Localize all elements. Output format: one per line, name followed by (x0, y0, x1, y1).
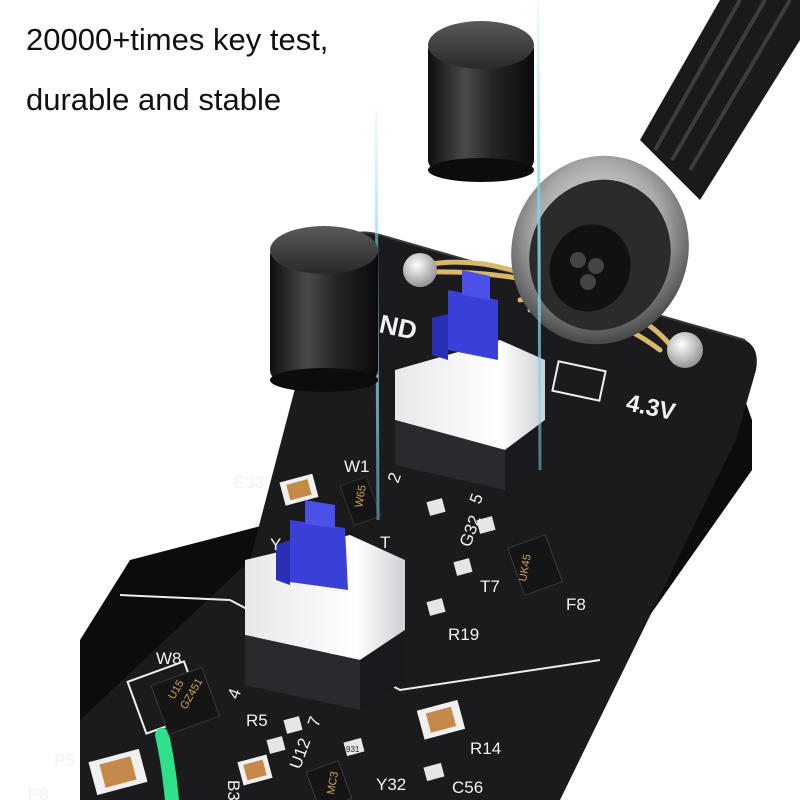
label-p5: P5 (54, 751, 75, 770)
key-cap-upper (428, 21, 534, 182)
label-f8: F8 (566, 595, 586, 614)
chip-mark-mc3: MC3 (325, 771, 341, 796)
label-y32: Y32 (376, 775, 406, 794)
chip-mark-931: 931 (346, 745, 360, 754)
label-y: Y (270, 535, 281, 554)
label-w1: W1 (344, 457, 370, 476)
green-wire (155, 728, 179, 800)
caption-line-1: 20000+times key test, (26, 22, 329, 57)
cable-connector (511, 155, 689, 345)
label-r19: R19 (448, 625, 479, 644)
chip-uk45 (507, 534, 563, 596)
key-cap-lower (270, 226, 378, 392)
push-switch-lower (245, 500, 405, 710)
label-c56: C56 (452, 778, 483, 797)
caption-line-2: durable and stable (26, 82, 282, 117)
chip-gz451 (150, 666, 221, 736)
mount-pad-left (403, 253, 437, 287)
push-switch-upper (395, 270, 545, 490)
label-e33: E33 (234, 473, 264, 492)
mount-pad-right (667, 332, 703, 368)
label-w8: W8 (156, 649, 182, 668)
label-b38: B38 (224, 780, 243, 800)
cable (640, 0, 800, 200)
chip-mark-w65: W65 (353, 484, 369, 508)
label-p8: P8 (28, 785, 49, 800)
chip-mark-uk45: UK45 (517, 553, 534, 582)
smd-components (88, 473, 496, 796)
label-t7: T7 (480, 577, 500, 596)
chip-w65 (339, 475, 382, 527)
label-r5: R5 (246, 711, 268, 730)
label-r14: R14 (470, 739, 501, 758)
chip-mc3 (305, 760, 353, 800)
label-t: T (380, 533, 390, 552)
